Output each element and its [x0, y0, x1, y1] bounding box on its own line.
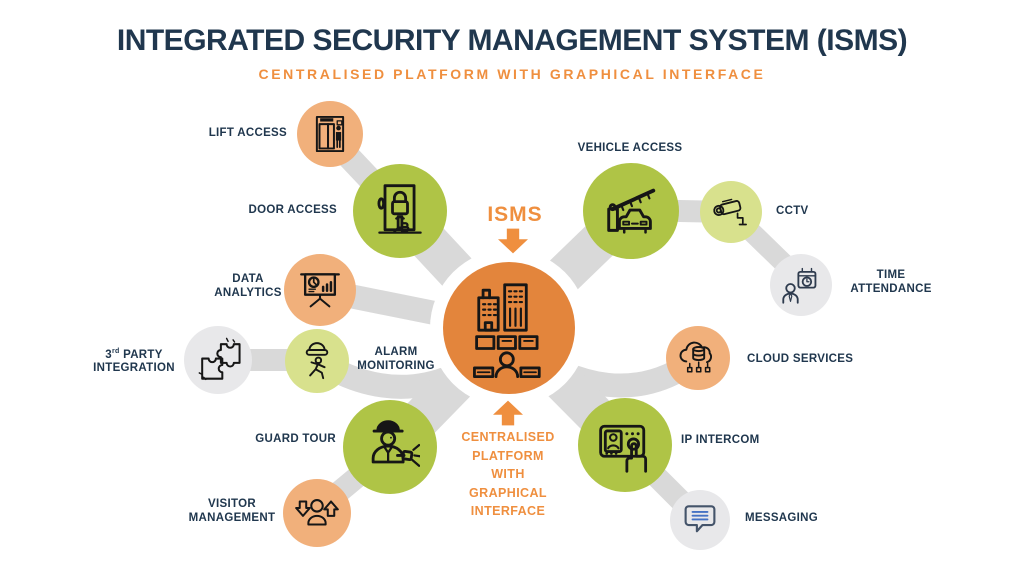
arrow-down-icon: [498, 228, 528, 254]
node-alarm-monitoring: [285, 329, 349, 393]
node-third-party-integration: [184, 326, 252, 394]
label-lift-access: LIFT ACCESS: [208, 127, 287, 139]
cloud-database-icon: [679, 341, 712, 373]
cctv-camera-icon: [713, 198, 747, 226]
node-lift-access: [297, 101, 363, 167]
node-door-access: [353, 164, 447, 258]
presentation-chart-icon: [300, 273, 340, 308]
node-cctv: [700, 181, 762, 243]
label-messaging: MESSAGING: [745, 512, 818, 524]
label-door-access: DOOR ACCESS: [248, 204, 337, 216]
node-messaging: [670, 490, 730, 550]
puzzle-icon: [198, 337, 241, 381]
person-calendar-icon: [782, 267, 817, 304]
visitor-arrows-icon: [295, 499, 339, 526]
label-data-analytics: DATA ANALYTICS: [214, 273, 282, 299]
label-guard-tour: GUARD TOUR: [255, 433, 336, 445]
node-ip-intercom: [578, 398, 672, 492]
caption-line: WITH: [491, 467, 525, 481]
page-subtitle: CENTRALISED PLATFORM WITH GRAPHICAL INTE…: [258, 66, 766, 82]
center-caption: CENTRALISED PLATFORM WITH GRAPHICAL INTE…: [438, 428, 578, 521]
security-guard-icon: [371, 420, 420, 467]
label-vehicle-access: VEHICLE ACCESS: [577, 142, 683, 154]
label-time-attendance: TIME ATTENDANCE: [850, 269, 932, 295]
isms-label: ISMS: [487, 203, 543, 226]
building-control-center-icon: [473, 283, 541, 379]
door-lock-icon: [377, 184, 422, 234]
siren-runner-icon: [305, 342, 329, 380]
label-third-party-integration: 3rd PARTY INTEGRATION: [84, 345, 184, 376]
node-vehicle-access: [583, 163, 679, 259]
node-cloud-services: [666, 326, 730, 390]
label-ip-intercom: IP INTERCOM: [681, 434, 760, 446]
node-data-analytics: [284, 254, 356, 326]
caption-line: INTERFACE: [470, 504, 546, 518]
label-part: 3: [105, 348, 112, 361]
elevator-icon: [315, 115, 345, 153]
node-visitor-management: [283, 479, 351, 547]
chat-bubble-icon: [684, 505, 716, 533]
caption-line: PLATFORM: [472, 448, 544, 463]
car-barrier-icon: [607, 188, 656, 234]
label-cctv: CCTV: [776, 205, 809, 217]
node-isms-center: [443, 262, 575, 394]
label-visitor-management: VISITOR MANAGEMENT: [188, 498, 276, 524]
label-cloud-services: CLOUD SERVICES: [747, 353, 854, 365]
node-guard-tour: [343, 400, 437, 494]
caption-line: CENTRALISED: [461, 430, 555, 444]
caption-line: GRAPHICAL: [469, 485, 547, 500]
page-title: INTEGRATED SECURITY MANAGEMENT SYSTEM (I…: [116, 24, 908, 57]
node-time-attendance: [770, 254, 832, 316]
label-superscript: rd: [111, 348, 120, 355]
arrow-up-icon: [493, 400, 523, 426]
label-part: PARTY INTEGRATION: [93, 348, 175, 375]
intercom-panel-icon: [599, 424, 648, 473]
label-alarm-monitoring: ALARM MONITORING: [357, 346, 435, 372]
